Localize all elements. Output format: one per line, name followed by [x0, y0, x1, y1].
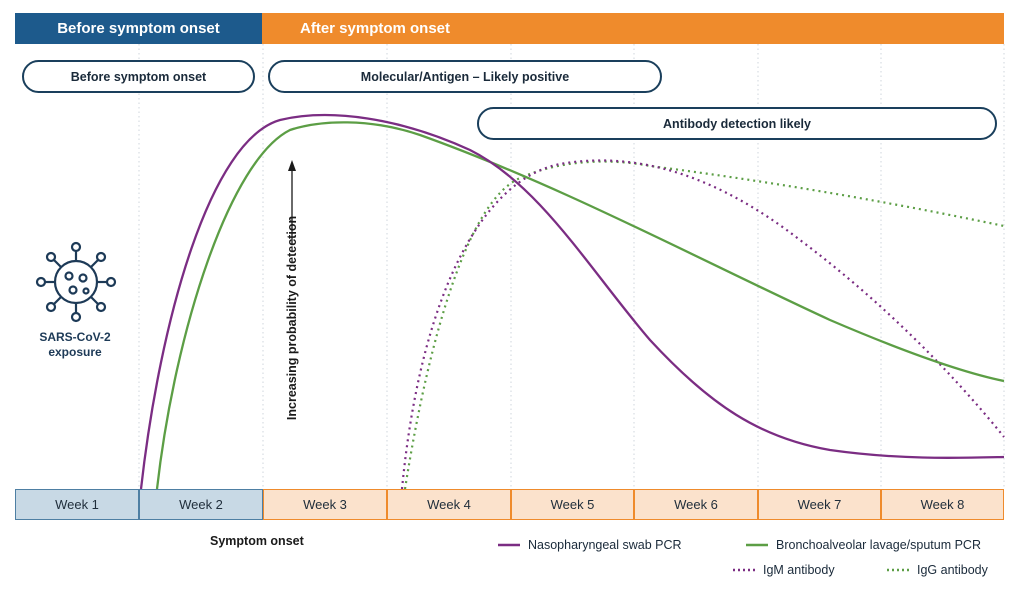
legend-swatch-solid-green — [746, 543, 768, 547]
legend-label: IgM antibody — [763, 563, 835, 577]
exposure-line-2: exposure — [48, 345, 102, 359]
legend-swatch-solid-purple — [498, 543, 520, 547]
legend-nasopharyngeal-pcr: Nasopharyngeal swab PCR — [498, 538, 682, 552]
week-box: Week 8 — [881, 489, 1004, 520]
week-box: Week 5 — [511, 489, 634, 520]
virus-icon — [35, 241, 117, 323]
week-axis: Week 1 Week 2 Week 3 Week 4 Week 5 Week … — [15, 489, 1004, 520]
week-box: Week 3 — [263, 489, 387, 520]
legend-bal-sputum-pcr: Bronchoalveolar lavage/sputum PCR — [746, 538, 981, 552]
legend-swatch-dotted-green — [887, 568, 909, 572]
legend-swatch-dotted-purple — [733, 568, 755, 572]
after-onset-header: After symptom onset — [262, 13, 1004, 44]
bal-sputum-pcr-curve — [155, 121, 1005, 490]
probability-arrow — [288, 160, 296, 245]
week-box: Week 6 — [634, 489, 758, 520]
phase-molecular-antigen-pill: Molecular/Antigen – Likely positive — [268, 60, 662, 93]
y-axis-label: Increasing probability of detection — [285, 215, 299, 421]
phase-antibody-pill: Antibody detection likely — [477, 107, 997, 140]
legend-igg-antibody: IgG antibody — [887, 563, 988, 577]
week-box: Week 1 — [15, 489, 139, 520]
legend-label: Bronchoalveolar lavage/sputum PCR — [776, 538, 981, 552]
exposure-label: SARS-CoV-2 exposure — [20, 330, 130, 360]
legend-label: Nasopharyngeal swab PCR — [528, 538, 682, 552]
nasopharyngeal-pcr-curve — [139, 113, 1005, 490]
exposure-line-1: SARS-CoV-2 — [39, 330, 111, 344]
before-onset-header: Before symptom onset — [15, 13, 262, 44]
igm-antibody-curve — [400, 159, 1005, 490]
legend-igm-antibody: IgM antibody — [733, 563, 835, 577]
legend-label: IgG antibody — [917, 563, 988, 577]
week-box: Week 2 — [139, 489, 263, 520]
igg-antibody-curve — [403, 160, 1005, 490]
symptom-onset-label: Symptom onset — [210, 534, 304, 548]
week-box: Week 4 — [387, 489, 511, 520]
phase-before-onset-pill: Before symptom onset — [22, 60, 255, 93]
week-box: Week 7 — [758, 489, 881, 520]
